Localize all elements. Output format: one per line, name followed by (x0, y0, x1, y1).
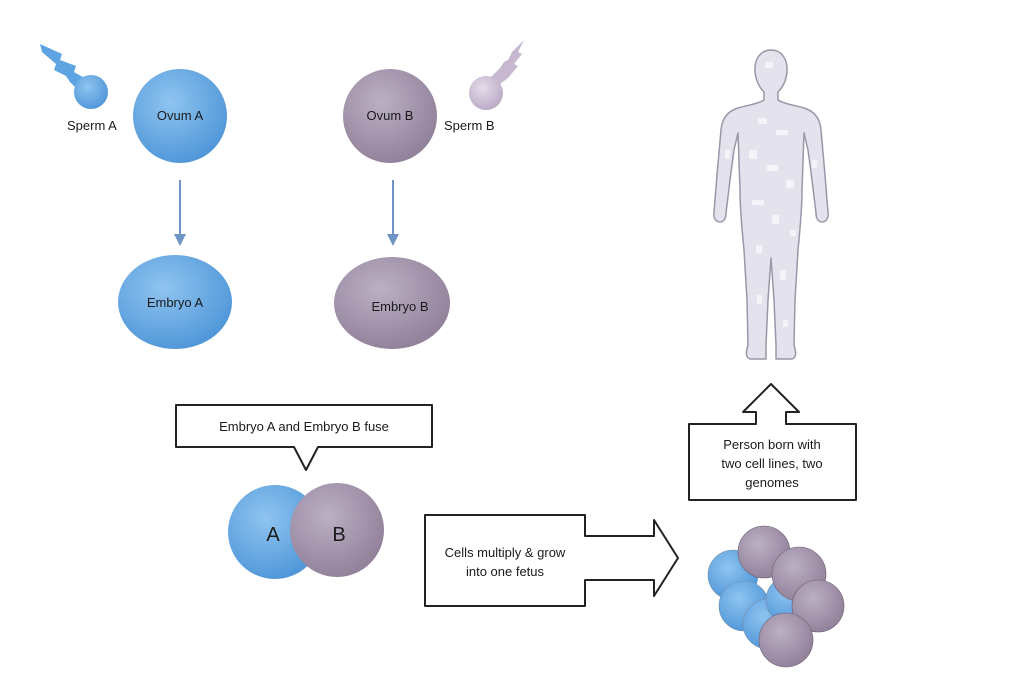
sperm-a-icon (40, 44, 108, 109)
person-text-line2: two cell lines, two (721, 456, 822, 471)
person-text-line3: genomes (745, 475, 799, 490)
ovum-b-label: Ovum B (367, 108, 414, 123)
ovum-b (343, 69, 437, 163)
ovum-a (133, 69, 227, 163)
sperm-b-label: Sperm B (444, 118, 495, 133)
embryo-a (118, 255, 232, 349)
ovum-a-label: Ovum A (157, 108, 204, 123)
multiply-text-line1: Cells multiply & grow (445, 545, 566, 560)
person-text-line1: Person born with (723, 437, 821, 452)
embryo-b (334, 257, 450, 349)
cell-cluster (707, 525, 845, 668)
multiply-text-line2: into one fetus (466, 564, 545, 579)
fused-cell-b (290, 483, 384, 577)
embryo-a-label: Embryo A (147, 295, 204, 310)
sperm-b-icon (469, 40, 524, 110)
human-body-icon (713, 49, 829, 360)
fuse-callout-text: Embryo A and Embryo B fuse (219, 419, 389, 434)
sperm-a-label: Sperm A (67, 118, 117, 133)
fused-cell-a-label: A (266, 524, 280, 546)
person-callout-box (688, 383, 857, 501)
fuse-callout-box (175, 404, 433, 471)
fused-cell-b-label: B (332, 524, 345, 546)
multiply-arrow-box (424, 514, 679, 607)
embryo-b-label: Embryo B (371, 299, 428, 314)
